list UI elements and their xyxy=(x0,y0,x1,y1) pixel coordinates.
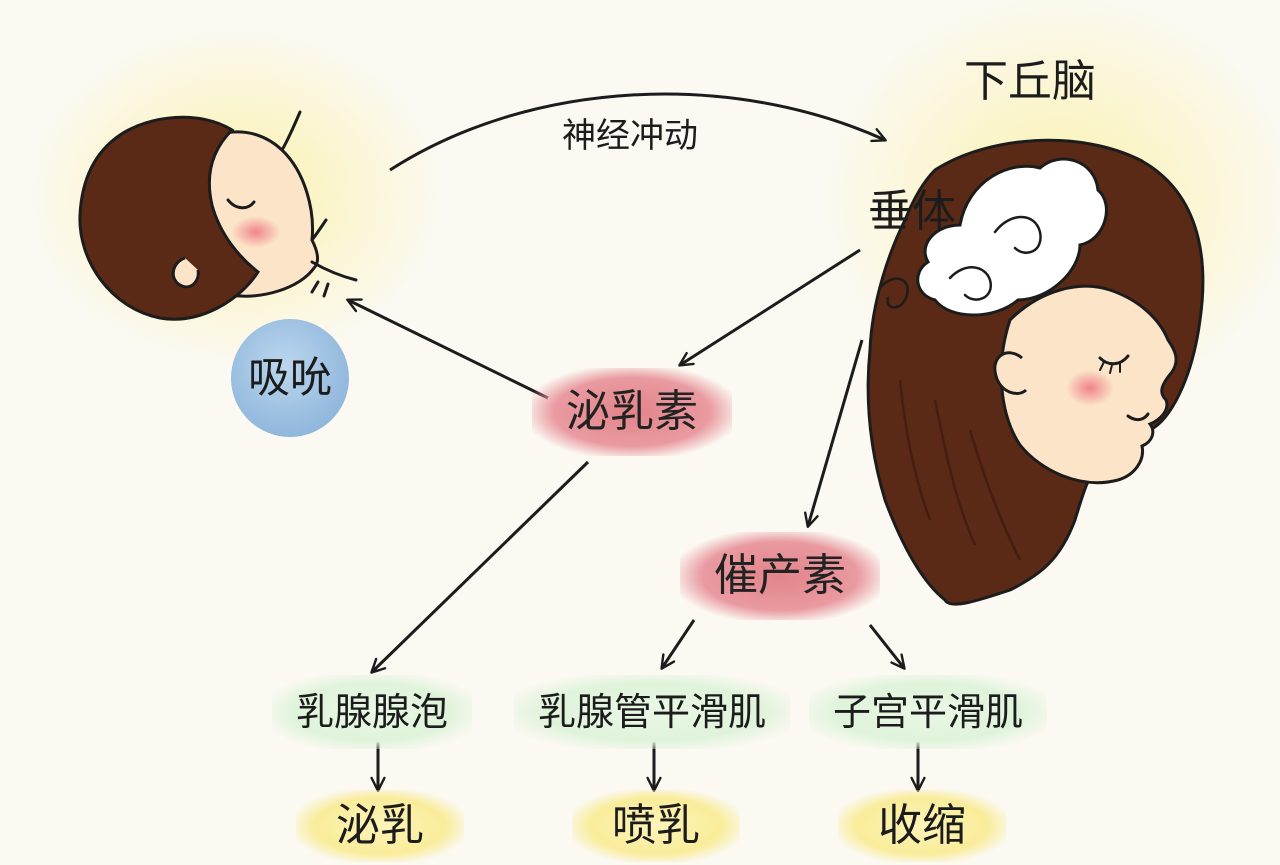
mother-lashes xyxy=(1099,361,1121,374)
nerve-impulse-label: 神经冲动 xyxy=(562,116,698,156)
mammary-alveoli-label: 乳腺腺泡 xyxy=(295,690,449,734)
suckling-label: 吸吮 xyxy=(247,353,332,402)
contraction-badge: 收缩 xyxy=(838,790,1006,862)
prolactin-label: 泌乳素 xyxy=(566,386,698,437)
uterine-muscle-label: 子宫平滑肌 xyxy=(832,690,1024,734)
baby-tick-2 xyxy=(322,282,330,298)
lactation-badge: 泌乳 xyxy=(296,790,464,862)
mother-brain-folds xyxy=(878,215,1042,309)
pituitary-to-prolactin-arrow xyxy=(678,248,861,367)
baby-mouth xyxy=(310,218,328,242)
baby-hair xyxy=(78,115,261,321)
mother-ear xyxy=(993,351,1028,395)
baby-chin-line xyxy=(310,260,358,282)
prolactin-to-alveoli-arrow xyxy=(370,460,590,674)
mother-brain xyxy=(916,157,1108,317)
milk-ejection-badge: 喷乳 xyxy=(572,790,740,862)
mother-blush xyxy=(1066,370,1114,406)
baby-tick-1 xyxy=(310,280,320,294)
uterine-muscle-badge: 子宫平滑肌 xyxy=(808,675,1048,749)
mammary-duct-muscle-label: 乳腺管平滑肌 xyxy=(537,690,767,734)
baby-illustration xyxy=(78,110,358,321)
mother-illustration xyxy=(866,138,1205,606)
baby-eye xyxy=(226,198,256,210)
mother-mouth xyxy=(1126,412,1150,422)
mammary-alveoli-badge: 乳腺腺泡 xyxy=(271,675,473,749)
prolactin-to-suckling-arrow xyxy=(346,298,549,400)
baby-nose xyxy=(280,110,302,152)
suckling-badge: 吸吮 xyxy=(231,319,349,437)
mammary-duct-muscle-badge: 乳腺管平滑肌 xyxy=(513,675,791,749)
baby-blush xyxy=(232,216,280,248)
lactation-label: 泌乳 xyxy=(336,800,424,851)
oxytocin-badge: 催产素 xyxy=(680,532,880,620)
oxytocin-to-duct-arrow xyxy=(660,619,696,670)
contraction-label: 收缩 xyxy=(878,800,966,851)
baby-ear xyxy=(171,256,200,289)
mother-eye xyxy=(1098,354,1130,366)
hypothalamus-label: 下丘脑 xyxy=(964,56,1096,107)
prolactin-badge: 泌乳素 xyxy=(532,368,732,456)
oxytocin-to-uterus-arrow xyxy=(868,624,906,670)
mother-hair-strands xyxy=(898,379,1022,561)
nerve-impulse-arrow xyxy=(389,92,887,172)
pituitary-to-oxytocin-arrow xyxy=(803,339,864,528)
pituitary-label: 垂体 xyxy=(868,186,956,237)
milk-ejection-label: 喷乳 xyxy=(612,800,700,851)
oxytocin-label: 催产素 xyxy=(714,550,846,601)
